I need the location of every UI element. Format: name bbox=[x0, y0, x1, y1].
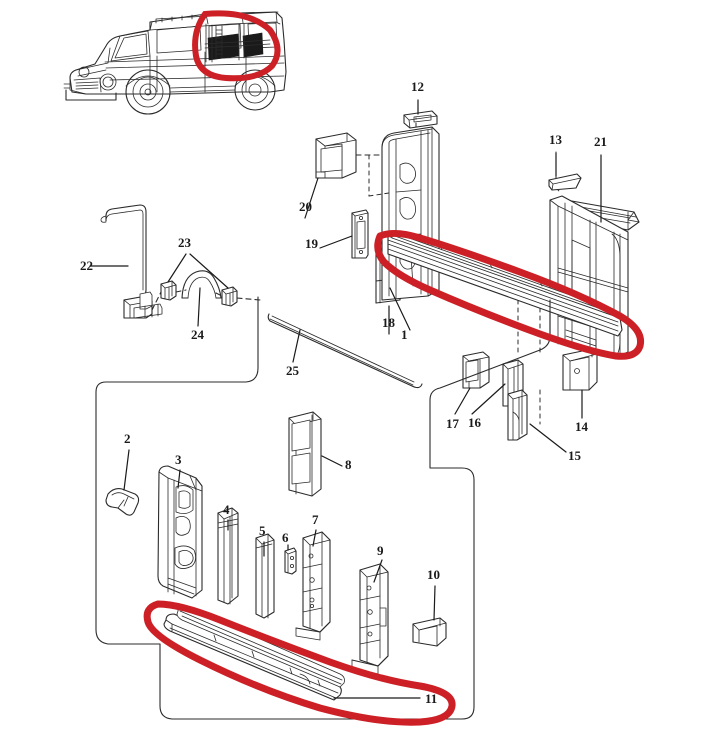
callout-20: 20 bbox=[299, 199, 312, 214]
callout-6: 6 bbox=[282, 530, 289, 545]
callout-18: 18 bbox=[382, 315, 395, 330]
highlight-upper-rail bbox=[374, 229, 645, 360]
callout-11: 11 bbox=[425, 691, 438, 706]
callout-4: 4 bbox=[223, 502, 230, 517]
part-3-panel bbox=[157, 465, 203, 599]
callout-21: 21 bbox=[594, 134, 607, 149]
part-24-hose bbox=[181, 270, 222, 299]
part-23-fitting-right bbox=[221, 286, 238, 307]
part-2-hook bbox=[105, 488, 140, 516]
part-8-frame-panel bbox=[288, 411, 322, 497]
callout-19: 19 bbox=[305, 236, 318, 251]
callout-25: 25 bbox=[286, 363, 299, 378]
callout-7: 7 bbox=[312, 512, 319, 527]
callout-10: 10 bbox=[427, 567, 440, 582]
part-6-plate bbox=[284, 547, 297, 575]
part-22-rod bbox=[100, 204, 147, 301]
callout-14: 14 bbox=[575, 419, 588, 434]
part-24-bracket-assembly bbox=[123, 291, 163, 319]
part-1-side-rail bbox=[387, 231, 623, 337]
part-10-block bbox=[412, 617, 447, 647]
callout-23: 23 bbox=[178, 235, 191, 250]
callout-24: 24 bbox=[191, 327, 204, 342]
part-23-fitting-left bbox=[160, 280, 177, 301]
part-4-strip bbox=[217, 507, 239, 605]
vehicle-highlight-circle bbox=[192, 10, 281, 82]
callout-12: 12 bbox=[411, 79, 424, 94]
callout-16: 16 bbox=[468, 415, 481, 430]
callout-22: 22 bbox=[80, 258, 93, 273]
callout-8: 8 bbox=[345, 457, 352, 472]
part-13-cap bbox=[548, 173, 582, 191]
part-20-vent bbox=[315, 132, 357, 179]
part-9-pillar-panel bbox=[351, 563, 389, 675]
callout-2: 2 bbox=[124, 431, 131, 446]
leader-lines bbox=[89, 99, 602, 699]
part-5-strip bbox=[255, 533, 275, 619]
highlight-lower-sill bbox=[143, 600, 456, 726]
vehicle-thumbnail bbox=[63, 11, 287, 115]
part-14-bracket bbox=[562, 348, 598, 391]
callout-13: 13 bbox=[549, 132, 562, 147]
linkage-dashed-path bbox=[151, 289, 261, 311]
callout-15: 15 bbox=[568, 448, 581, 463]
callout-3: 3 bbox=[175, 452, 182, 467]
part-17-vent bbox=[462, 351, 490, 389]
part-7-pillar-panel bbox=[295, 531, 331, 641]
callout-9: 9 bbox=[377, 543, 384, 558]
part-12-clip bbox=[403, 110, 438, 129]
lower-region-outline bbox=[95, 296, 551, 720]
callout-5: 5 bbox=[259, 523, 266, 538]
part-19-bracket bbox=[351, 209, 369, 259]
part-11-rocker-sill bbox=[163, 605, 345, 701]
callout-17: 17 bbox=[446, 416, 459, 431]
part-25-rod bbox=[267, 313, 423, 389]
part-15-channel bbox=[507, 389, 528, 441]
callout-1: 1 bbox=[401, 327, 408, 342]
part-1-b-pillar-structure bbox=[381, 126, 440, 301]
